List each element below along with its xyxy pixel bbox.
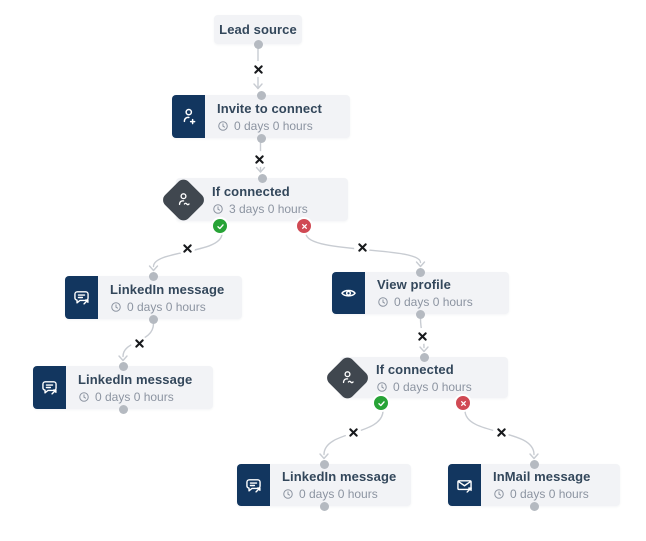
person-plus-icon	[172, 95, 205, 138]
node-linkedin-message-3[interactable]: LinkedIn message 0 days 0 hours	[237, 459, 411, 511]
clock-icon	[213, 203, 223, 214]
node-delay: 3 days 0 hours	[212, 202, 308, 216]
inmail-icon	[448, 464, 481, 506]
node-title: View profile	[377, 277, 451, 292]
disconnect-icon[interactable]	[354, 239, 370, 255]
node-title: LinkedIn message	[282, 469, 397, 484]
output-port[interactable]	[256, 133, 266, 143]
input-port[interactable]	[118, 361, 128, 371]
check-icon	[216, 223, 224, 229]
no-port[interactable]	[295, 217, 313, 235]
arrowhead-icon	[148, 265, 159, 272]
node-delay: 0 days 0 hours	[110, 300, 224, 314]
input-port[interactable]	[149, 271, 158, 281]
node-inmail-message[interactable]: InMail message 0 days 0 hours	[448, 459, 620, 511]
cross-icon	[301, 223, 307, 229]
node-title: Invite to connect	[217, 100, 322, 116]
input-port[interactable]	[419, 352, 429, 362]
chat-message-icon	[65, 276, 98, 319]
node-delay: 0 days 0 hours	[78, 390, 192, 404]
input-port[interactable]	[257, 173, 267, 183]
node-if-connected-1[interactable]: If connected 3 days 0 hours	[160, 173, 348, 235]
output-port[interactable]	[529, 501, 539, 511]
arrowhead-icon	[415, 261, 426, 268]
node-linkedin-message-2[interactable]: LinkedIn message 0 days 0 hours	[33, 361, 213, 414]
node-title: If connected	[376, 361, 454, 377]
output-port[interactable]	[416, 309, 425, 319]
arrowhead-icon	[529, 453, 539, 460]
node-invite-to-connect[interactable]: Invite to connect 0 days 0 hours	[172, 90, 350, 143]
disconnect-icon[interactable]	[179, 240, 195, 256]
node-title: If connected	[212, 183, 290, 199]
yes-port[interactable]	[211, 217, 229, 235]
disconnect-icon[interactable]	[414, 328, 430, 344]
cross-icon	[460, 400, 466, 406]
disconnect-icon[interactable]	[131, 335, 147, 351]
arrowhead-icon	[319, 453, 329, 460]
check-icon	[377, 400, 385, 406]
node-lead-source[interactable]: Lead source	[214, 15, 302, 49]
node-linkedin-message-1[interactable]: LinkedIn message 0 days 0 hours	[65, 271, 242, 324]
node-view-profile[interactable]: View profile 0 days 0 hours	[332, 267, 509, 319]
node-title: Lead source	[219, 22, 297, 37]
clock-icon	[79, 391, 89, 402]
node-delay: 0 days 0 hours	[493, 487, 591, 501]
clock-icon	[378, 297, 388, 307]
node-title: LinkedIn message	[110, 281, 225, 297]
node-title: InMail message	[493, 469, 591, 484]
chat-message-icon	[33, 366, 66, 409]
input-port[interactable]	[529, 459, 539, 469]
output-port[interactable]	[253, 39, 263, 49]
output-port[interactable]	[149, 314, 158, 324]
eye-icon	[332, 272, 365, 314]
clock-icon	[218, 120, 228, 131]
arrowhead-icon	[255, 166, 266, 173]
chat-message-icon	[237, 464, 270, 506]
arrowhead-icon	[419, 346, 429, 353]
disconnect-icon[interactable]	[250, 61, 266, 77]
output-port[interactable]	[118, 404, 128, 414]
input-port[interactable]	[416, 267, 425, 277]
node-delay: 0 days 0 hours	[217, 119, 322, 133]
yes-port[interactable]	[372, 394, 390, 412]
clock-icon	[377, 381, 387, 392]
input-port[interactable]	[319, 459, 329, 469]
no-port[interactable]	[454, 394, 472, 412]
node-title: LinkedIn message	[78, 371, 193, 387]
output-port[interactable]	[319, 501, 329, 511]
clock-icon	[494, 489, 504, 499]
person-check-icon	[160, 176, 207, 223]
arrowhead-icon	[253, 83, 263, 90]
clock-icon	[111, 301, 121, 312]
input-port[interactable]	[256, 90, 266, 100]
node-delay: 0 days 0 hours	[282, 487, 396, 501]
disconnect-icon[interactable]	[493, 424, 509, 440]
disconnect-icon[interactable]	[251, 151, 267, 167]
node-delay: 0 days 0 hours	[376, 380, 472, 394]
node-if-connected-2[interactable]: If connected 0 days 0 hours	[324, 352, 508, 412]
arrowhead-icon	[118, 355, 128, 362]
person-check-icon	[324, 354, 371, 401]
node-delay: 0 days 0 hours	[377, 295, 473, 309]
clock-icon	[283, 489, 293, 499]
disconnect-icon[interactable]	[345, 424, 361, 440]
